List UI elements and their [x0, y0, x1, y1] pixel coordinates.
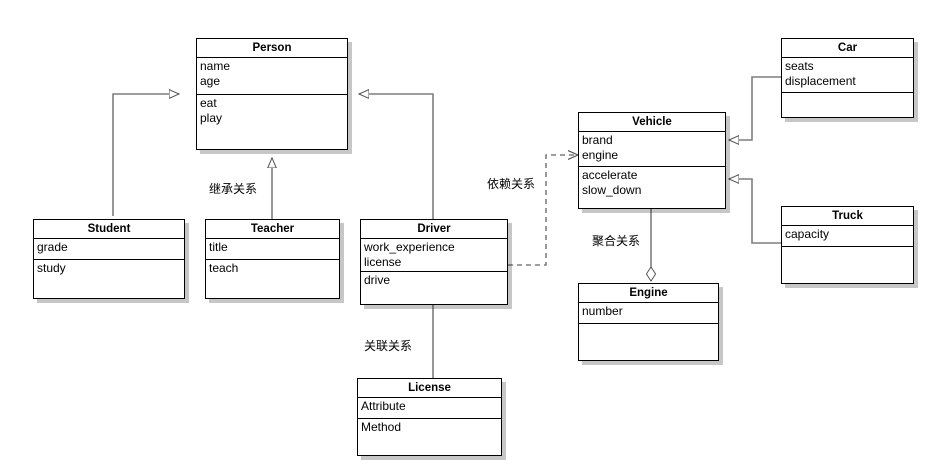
method-item: drive [364, 273, 391, 287]
class-attributes-teacher: title [206, 239, 339, 260]
attribute-item: engine [582, 148, 619, 162]
attribute-item: name [200, 59, 231, 73]
edge-driver-depends-vehicle [508, 155, 578, 266]
class-box-person[interactable]: Person name age eat play [196, 38, 348, 150]
label-association: 关联关系 [364, 339, 413, 353]
class-methods-student: study [34, 260, 184, 298]
edge-car-inherits-vehicle [729, 76, 781, 140]
method-item: eat [200, 96, 217, 110]
class-methods-teacher: teach [206, 260, 339, 298]
attribute-item: seats [785, 59, 814, 73]
class-title-teacher: Teacher [206, 220, 339, 239]
method-item: slow_down [582, 183, 642, 197]
class-title-driver: Driver [361, 220, 507, 239]
class-title-person: Person [197, 39, 347, 58]
class-box-truck[interactable]: Truck capacity [781, 206, 914, 284]
attribute-item: grade [37, 240, 68, 254]
class-title-license: License [358, 379, 501, 398]
class-title-car: Car [782, 39, 913, 58]
class-attributes-license: Attribute [358, 398, 501, 419]
method-item: Method [361, 420, 402, 434]
label-aggregation: 聚合关系 [592, 234, 641, 248]
class-attributes-car: seats displacement [782, 58, 913, 93]
edge-driver-inherits-person [359, 94, 434, 219]
class-box-driver[interactable]: Driver work_experience license drive [360, 219, 508, 305]
class-title-vehicle: Vehicle [579, 113, 725, 132]
class-attributes-person: name age [197, 58, 347, 95]
label-inheritance: 继承关系 [209, 182, 258, 196]
class-methods-license: Method [358, 419, 501, 455]
class-box-license[interactable]: License Attribute Method [357, 378, 502, 456]
class-attributes-driver: work_experience license [361, 239, 507, 272]
class-methods-truck [782, 247, 913, 283]
class-methods-driver: drive [361, 272, 507, 304]
attribute-item: title [209, 240, 228, 254]
attribute-item: number [582, 304, 623, 318]
class-methods-engine [579, 324, 718, 360]
class-attributes-truck: capacity [782, 226, 913, 247]
attribute-item: work_experience [364, 240, 455, 254]
class-methods-person: eat play [197, 95, 347, 149]
attribute-item: brand [582, 133, 613, 147]
class-box-car[interactable]: Car seats displacement [781, 38, 914, 118]
class-attributes-student: grade [34, 239, 184, 260]
class-title-truck: Truck [782, 207, 913, 226]
label-dependency: 依赖关系 [487, 177, 536, 191]
attribute-item: Attribute [361, 399, 406, 413]
edge-truck-inherits-vehicle [729, 179, 781, 244]
class-box-student[interactable]: Student grade study [33, 219, 185, 299]
class-box-teacher[interactable]: Teacher title teach [205, 219, 340, 299]
attribute-item: age [200, 74, 221, 88]
class-box-engine[interactable]: Engine number [578, 283, 719, 361]
method-item: teach [209, 261, 239, 275]
class-methods-car [782, 93, 913, 117]
attribute-item: capacity [785, 227, 830, 241]
edge-student-inherits-person [112, 94, 179, 216]
method-item: accelerate [582, 168, 638, 182]
attribute-item: displacement [785, 74, 856, 88]
class-box-vehicle[interactable]: Vehicle brand engine accelerate slow_dow… [578, 112, 726, 209]
attribute-item: license [364, 255, 402, 269]
class-title-engine: Engine [579, 284, 718, 303]
method-item: study [37, 261, 66, 275]
class-title-student: Student [34, 220, 184, 239]
class-methods-vehicle: accelerate slow_down [579, 167, 725, 208]
class-attributes-vehicle: brand engine [579, 132, 725, 167]
method-item: play [200, 111, 223, 125]
class-attributes-engine: number [579, 303, 718, 324]
